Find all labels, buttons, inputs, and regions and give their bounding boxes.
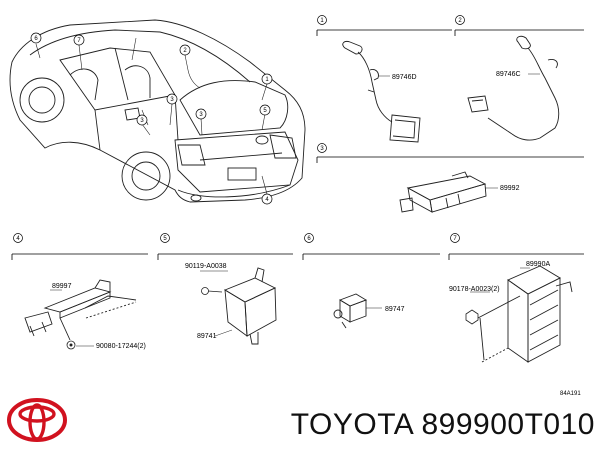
callout-7: 7 bbox=[73, 34, 85, 46]
antenna-cable-2 bbox=[467, 35, 560, 141]
svg-text:5: 5 bbox=[263, 108, 267, 114]
section-6: 6 89747 bbox=[302, 233, 440, 329]
part-number-89997: 89997 bbox=[52, 283, 72, 290]
callout-1: 1 bbox=[261, 73, 273, 85]
bolt-icon bbox=[201, 287, 223, 295]
toyota-logo-icon bbox=[7, 398, 67, 442]
callout-3a: 3 bbox=[166, 93, 178, 105]
callout-5: 5 bbox=[259, 104, 271, 116]
clip-number-90080-17244: 90080-17244(2) bbox=[96, 343, 146, 350]
part-number-89746C: 89746C bbox=[496, 71, 521, 78]
section-5: 5 90119-A0038 89741 bbox=[157, 233, 293, 345]
callout-4: 4 bbox=[261, 193, 273, 205]
part-number-89741: 89741 bbox=[197, 333, 217, 340]
sensor-89747 bbox=[333, 293, 368, 329]
section-3: 3 89992 bbox=[316, 143, 584, 213]
svg-text:6: 6 bbox=[34, 36, 38, 42]
svg-text:3: 3 bbox=[140, 118, 144, 124]
ecu-89990A bbox=[477, 265, 573, 363]
brand-part-number: TOYOTA 899900T010 bbox=[290, 408, 595, 441]
control-module-89992 bbox=[399, 171, 487, 213]
clip-icon bbox=[465, 309, 479, 325]
section-1: 1 89746D bbox=[316, 15, 452, 143]
svg-text:3: 3 bbox=[170, 97, 174, 103]
section-2-number: 2 bbox=[458, 18, 462, 24]
callout-3b: 3 bbox=[136, 114, 148, 126]
section-3-number: 3 bbox=[320, 146, 324, 152]
svg-text:7: 7 bbox=[77, 38, 81, 44]
figure-code: 84A191 bbox=[560, 391, 581, 397]
part-number-89746D: 89746D bbox=[392, 74, 417, 81]
clip-icon bbox=[66, 340, 76, 350]
svg-text:4: 4 bbox=[265, 197, 269, 203]
section-6-number: 6 bbox=[307, 236, 311, 242]
clip-number-90119-A0038: 90119-A0038 bbox=[185, 263, 227, 270]
clip-number-90178-A0023: 90178-A0023(2) bbox=[449, 286, 500, 293]
bracket-89997 bbox=[24, 279, 137, 341]
svg-text:2: 2 bbox=[183, 48, 187, 54]
part-number-89990A: 89990A bbox=[526, 261, 550, 268]
control-module-89741 bbox=[223, 267, 277, 345]
antenna-cable-1 bbox=[342, 41, 421, 143]
callout-6: 6 bbox=[30, 32, 42, 44]
section-2: 2 89746C bbox=[454, 15, 584, 141]
part-number-89747: 89747 bbox=[385, 306, 405, 313]
section-7: 7 89990A 90178-A0023(2) bbox=[448, 233, 584, 363]
callout-2: 2 bbox=[179, 44, 191, 56]
callout-3c: 3 bbox=[195, 108, 207, 120]
section-4-number: 4 bbox=[16, 236, 20, 242]
vehicle-leader-lines bbox=[35, 37, 268, 195]
svg-text:1: 1 bbox=[265, 77, 269, 83]
section-7-number: 7 bbox=[453, 236, 457, 242]
section-5-number: 5 bbox=[163, 236, 167, 242]
section-1-number: 1 bbox=[320, 18, 324, 24]
part-number-89992: 89992 bbox=[500, 185, 520, 192]
vehicle-callouts: 6 7 2 1 3 3 3 5 4 bbox=[30, 32, 273, 205]
section-4: 4 89997 90080-17244(2) bbox=[11, 233, 148, 350]
svg-text:3: 3 bbox=[199, 112, 203, 118]
